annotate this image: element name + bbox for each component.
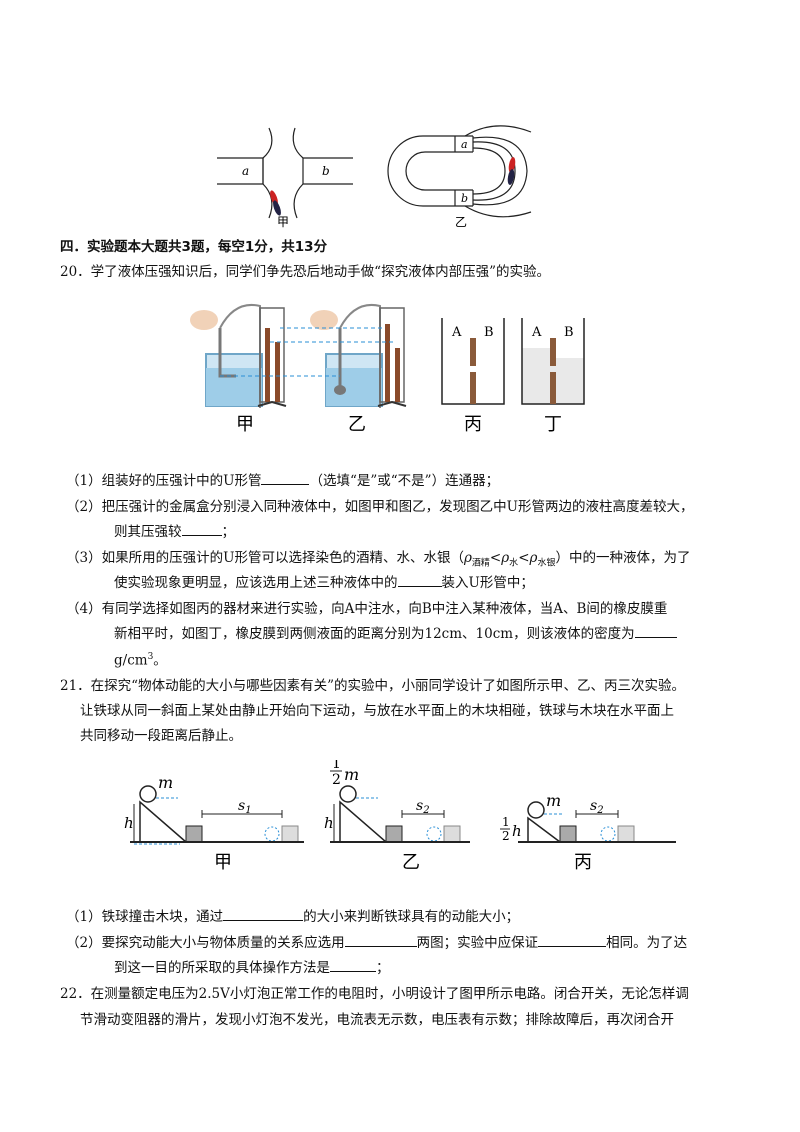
mass-label: m — [158, 773, 173, 792]
caption-yi: 乙 — [402, 852, 420, 873]
q20-stem: 20．学了液体压强知识后，同学们争先恐后地动手做“探究液体内部压强”的实验。 — [60, 264, 550, 280]
q21-line2: 让铁球从同一斜面上某处由静止开始向下运动，与放在水平面上的木块相碰，铁球与木块在… — [80, 703, 674, 719]
mass-label: m — [344, 765, 359, 784]
caption-bing: 丙 — [574, 852, 592, 873]
q20-part3-line2: 使实验现象更明显，应该选用上述三种液体中的装入U形管中； — [114, 572, 534, 593]
pressure-gauge-figure: A B A B 甲 乙 丙 丁 — [190, 304, 585, 435]
q21-part2-line2: 到这一目的所采取的具体操作方法是； — [114, 957, 390, 978]
label-yi: 乙 — [348, 414, 366, 435]
q21-line1: 21．在探究“物体动能的大小与哪些因素有关”的实验中，小丽同学设计了如图所示甲、… — [60, 678, 685, 694]
setup-yi: 1 2 m h s2 乙 — [324, 760, 470, 873]
svg-text:s2: s2 — [416, 798, 430, 816]
letter-a-2: A — [531, 325, 542, 340]
answer-blank[interactable] — [330, 957, 376, 972]
h-label: h — [124, 814, 134, 832]
svg-text:s2: s2 — [590, 798, 604, 816]
caption-jia: 甲 — [214, 852, 232, 873]
q21-line3: 共同移动一段距离后静止。 — [80, 728, 242, 744]
caption-yi: 乙 — [455, 215, 467, 229]
magnet-b-label: b — [322, 164, 330, 178]
q20-part4-line2: 新相平时，如图丁，橡皮膜到两侧液面的距离分别为12cm、10cm，则该液体的密度… — [114, 623, 677, 644]
answer-blank[interactable] — [397, 572, 442, 587]
u-magnet-a-label: a — [461, 138, 468, 151]
q20-part4-line3: g/cm3。 — [114, 652, 167, 669]
svg-text:2: 2 — [332, 772, 341, 788]
container-ding: A B — [521, 318, 585, 405]
svg-text:m: m — [546, 791, 561, 810]
svg-text:h: h — [324, 814, 334, 832]
svg-text:h: h — [512, 822, 522, 840]
answer-blank[interactable] — [538, 932, 607, 947]
answer-blank[interactable] — [223, 906, 304, 921]
beaker-jia — [190, 304, 287, 408]
letter-b: B — [484, 325, 494, 340]
label-jia: 甲 — [236, 414, 254, 435]
incline-figure: m h s1 甲 1 2 m h s2 乙 m 1 — [124, 760, 676, 873]
letter-a: A — [451, 325, 462, 340]
answer-blank[interactable] — [181, 521, 222, 536]
q22-line2: 节滑动变阻器的滑片，发现小灯泡不发光，电流表无示数，电压表有示数；排除故障后，再… — [80, 1012, 674, 1028]
label-ding: 丁 — [544, 414, 562, 435]
q20-part1: （1）组装好的压强计中的U形管（选填“是”或“不是”）连通器； — [66, 470, 499, 491]
setup-jia: m h s1 甲 — [124, 773, 304, 873]
answer-blank[interactable] — [344, 932, 417, 947]
answer-blank[interactable] — [634, 623, 677, 638]
svg-text:1: 1 — [332, 760, 341, 772]
svg-text:2: 2 — [502, 829, 510, 843]
u-magnet-b-label: b — [461, 192, 468, 205]
q20-part2-line2: 则其压强较； — [114, 521, 235, 542]
q21-part1: （1）铁球撞击木块，通过的大小来判断铁球具有的动能大小； — [66, 906, 519, 927]
q20-part3-line1: （3）如果所用的压强计的U形管可以选择染色的酒精、水、水银（ρ酒精<ρ水<ρ水银… — [66, 550, 691, 569]
label-bing: 丙 — [464, 414, 482, 435]
magnet-a-label: a — [242, 164, 249, 178]
container-bing: A B — [441, 318, 505, 405]
magnet-figure: a b a b 甲 乙 — [217, 125, 532, 229]
q21-part2-line1: （2）要探究动能大小与物体质量的关系应选用两图；实验中应保证相同。为了达 — [66, 932, 687, 953]
answer-blank[interactable] — [261, 470, 310, 485]
setup-bing: m 1 2 h s2 丙 — [500, 791, 676, 873]
q20-part4-line1: （4）有同学选择如图丙的器材来进行实验，向A中注水，向B中注入某种液体，当A、B… — [66, 601, 668, 617]
q20-part2-line1: （2）把压强计的金属盒分别浸入同种液体中，如图甲和图乙，发现图乙中U形管两边的液… — [66, 499, 694, 515]
caption-jia: 甲 — [277, 215, 289, 229]
compass-needle-icon — [270, 157, 516, 216]
q22-line1: 22．在测量额定电压为2.5V小灯泡正常工作的电阻时，小明设计了图甲所示电路。闭… — [60, 986, 689, 1002]
letter-b-2: B — [564, 325, 574, 340]
beaker-yi — [310, 304, 407, 408]
section-heading: 四．实验题本大题共3题，每空1分，共13分 — [60, 239, 328, 255]
s1-label: s1 — [238, 798, 252, 816]
svg-text:1: 1 — [502, 815, 510, 829]
